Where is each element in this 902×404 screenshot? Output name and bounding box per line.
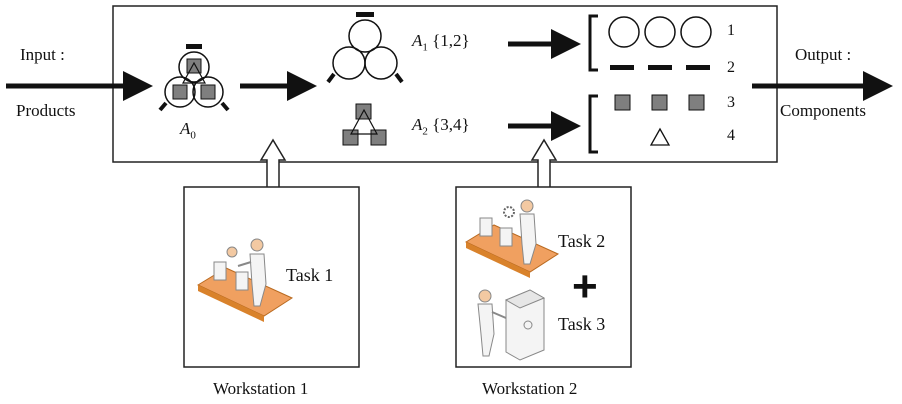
workstation-2-label: Workstation 2: [482, 379, 578, 398]
assembly-a1-label: A1 {1,2}: [412, 31, 470, 54]
component-3-number: 3: [727, 94, 735, 111]
component-4-number: 4: [727, 127, 735, 144]
assembly-a2-label: A2 {3,4}: [412, 115, 470, 138]
workstation-1-label: Workstation 1: [213, 379, 309, 398]
workstation-2-frame: [455, 186, 632, 368]
worker-gear-conveyor-icon: [464, 199, 560, 278]
component-1-number: 1: [727, 22, 735, 39]
task-2-label: Task 2: [558, 231, 606, 251]
workstation-1-frame: [183, 186, 360, 368]
product-a0-icon: [158, 44, 230, 112]
assembly-a2-icon: [342, 103, 387, 146]
component-3-squares-icon: [614, 94, 705, 111]
input-label: Input :: [20, 45, 65, 64]
workstation-2-up-arrow: [530, 138, 558, 187]
task-3-label: Task 3: [558, 314, 606, 334]
component-2-number: 2: [727, 59, 735, 76]
component-2-dashes-icon: [610, 65, 710, 70]
assembly-a0-label: A0: [180, 119, 196, 142]
output-label: Output :: [795, 45, 852, 64]
worker-conveyor-icon: [196, 238, 294, 322]
component-1-circles-icon: [608, 16, 712, 48]
component-4-triangle-icon: [649, 127, 671, 146]
component-bracket-a1: [588, 14, 598, 72]
workstation-1-up-arrow: [259, 138, 287, 187]
component-bracket-a2: [588, 94, 598, 154]
components-label: Components: [780, 101, 866, 120]
assembly-a1-icon: [326, 12, 404, 84]
process-frame: [112, 5, 778, 163]
worker-machine-icon: [477, 289, 546, 361]
products-label: Products: [16, 101, 76, 120]
plus-sign: +: [572, 262, 598, 311]
task-1-label: Task 1: [286, 265, 334, 285]
